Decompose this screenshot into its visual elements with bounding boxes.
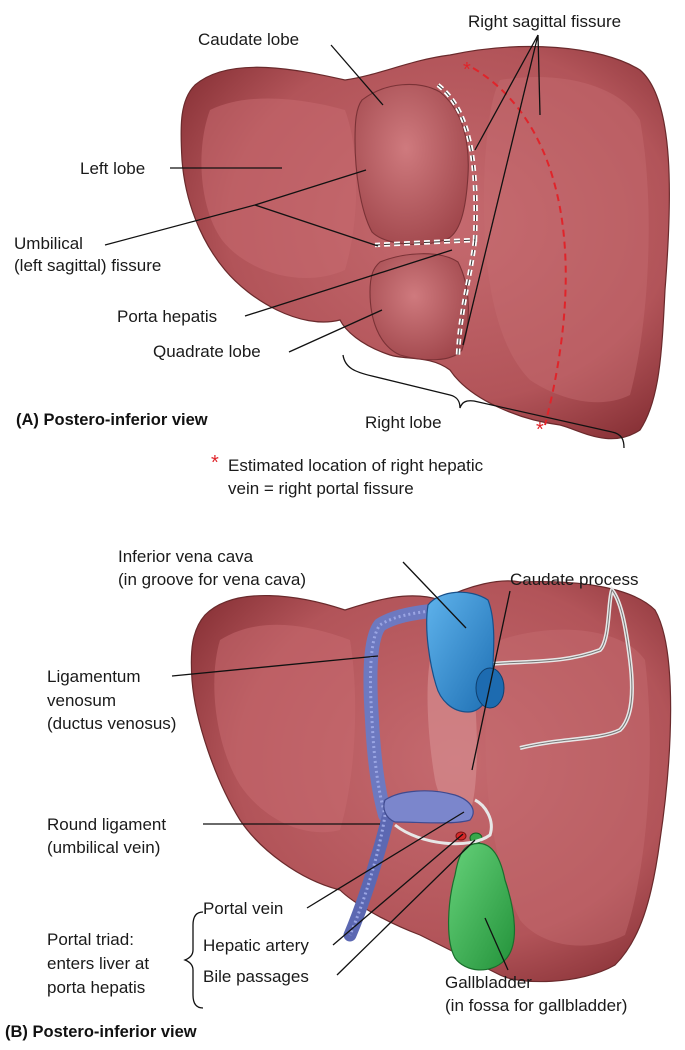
label-left-lobe: Left lobe [80, 159, 145, 178]
label-umbilical-2: (left sagittal) fissure [14, 256, 161, 275]
caudate-lobe-shape [355, 84, 468, 244]
label-round-ligament-1: Round ligament [47, 815, 166, 834]
label-hepatic-artery: Hepatic artery [203, 936, 309, 955]
label-portal-triad-2: enters liver at [47, 954, 149, 973]
panel-b: Inferior vena cava (in groove for vena c… [5, 547, 671, 1041]
label-quadrate-lobe: Quadrate lobe [153, 342, 261, 361]
panel-a: * * Caudate lobe Right sagittal fissure … [14, 12, 669, 498]
label-portal-vein: Portal vein [203, 899, 283, 918]
label-ivc-2: (in groove for vena cava) [118, 570, 306, 589]
label-caudate-process: Caudate process [510, 570, 639, 589]
footnote-line-2: vein = right portal fissure [228, 479, 414, 498]
quadrate-lobe-shape [370, 254, 468, 360]
panel-b-title: (B) Postero-inferior view [5, 1023, 197, 1041]
label-right-sagittal-fissure: Right sagittal fissure [468, 12, 621, 31]
label-porta-hepatis: Porta hepatis [117, 307, 217, 326]
label-lig-venosum-2: venosum [47, 691, 116, 710]
asterisk-top: * [463, 59, 471, 81]
label-portal-triad-3: porta hepatis [47, 978, 145, 997]
asterisk-bottom: * [536, 419, 544, 441]
label-lig-venosum-3: (ductus venosus) [47, 714, 176, 733]
portal-triad-brace [185, 912, 203, 1008]
panel-a-title: (A) Postero-inferior view [16, 411, 208, 429]
footnote-asterisk: * [211, 452, 219, 474]
label-portal-triad-1: Portal triad: [47, 930, 134, 949]
footnote-line-1: Estimated location of right hepatic [228, 456, 484, 475]
label-umbilical-1: Umbilical [14, 234, 83, 253]
label-gallbladder-1: Gallbladder [445, 973, 532, 992]
label-lig-venosum-1: Ligamentum [47, 667, 141, 686]
label-caudate-lobe: Caudate lobe [198, 30, 299, 49]
label-bile-passages: Bile passages [203, 967, 309, 986]
label-gallbladder-2: (in fossa for gallbladder) [445, 996, 627, 1015]
label-right-lobe: Right lobe [365, 413, 442, 432]
label-ivc-1: Inferior vena cava [118, 547, 254, 566]
label-round-ligament-2: (umbilical vein) [47, 838, 160, 857]
